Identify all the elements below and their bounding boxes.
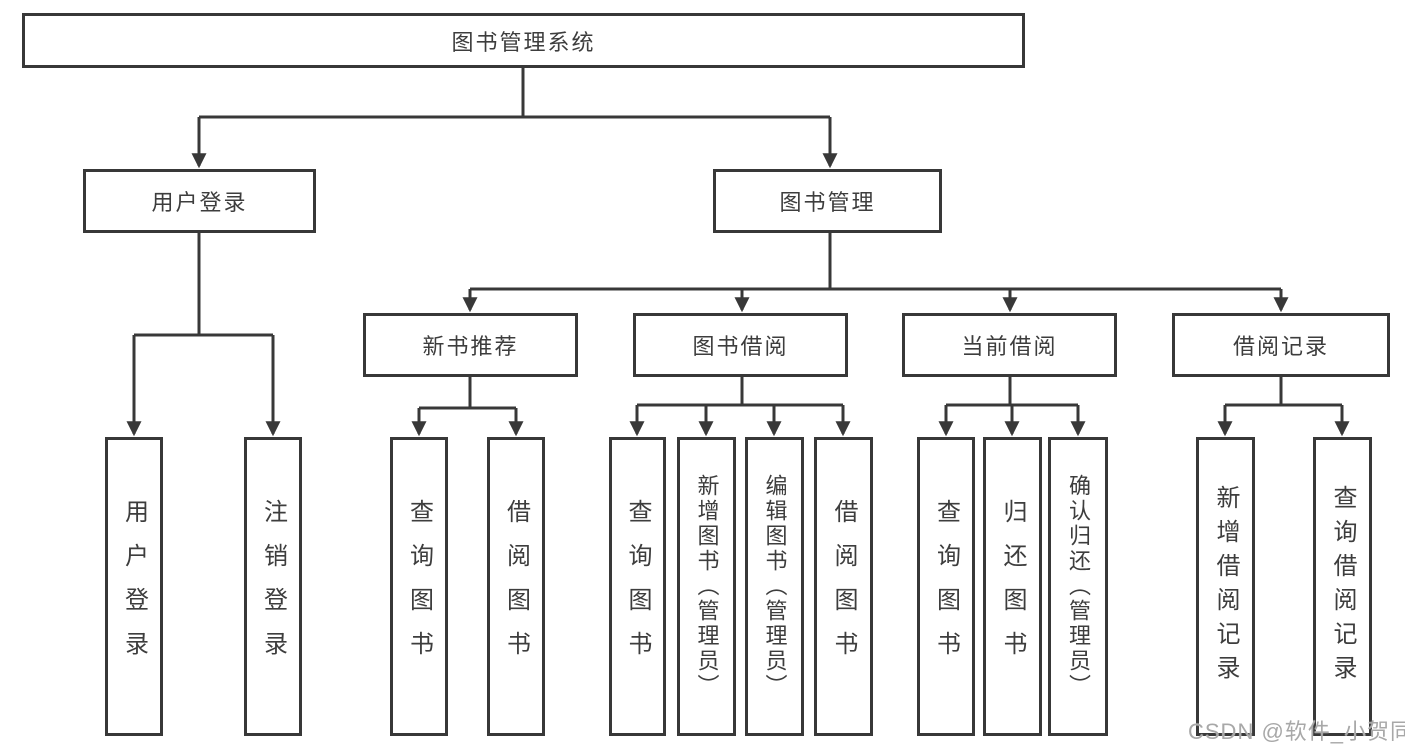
- level3-label-book-borrow: 图书借阅: [692, 334, 789, 359]
- level2-box-book-management: 图书管理: [713, 169, 942, 233]
- leaf-box-query-borrow-record: 查询借阅记录: [1313, 437, 1372, 736]
- leaf-label-user-login: 用户登录: [120, 498, 148, 675]
- leaf-label-current-query: 查询图书: [932, 498, 960, 675]
- leaf-box-edit-book-admin: 编辑图书（管理员）: [745, 437, 804, 736]
- leaf-label-query-borrow-record: 查询借阅记录: [1329, 484, 1356, 689]
- level3-label-borrow-record: 借阅记录: [1232, 334, 1329, 359]
- leaf-box-borrow-book: 借阅图书: [814, 437, 873, 736]
- leaf-box-newbook-query: 查询图书: [390, 437, 448, 736]
- level3-box-new-book: 新书推荐: [363, 313, 578, 377]
- level3-box-current-borrow: 当前借阅: [902, 313, 1117, 377]
- level2-box-user-login: 用户登录: [83, 169, 316, 233]
- level3-box-book-borrow: 图书借阅: [633, 313, 848, 377]
- level3-label-current-borrow: 当前借阅: [961, 334, 1058, 359]
- leaf-box-borrow-query: 查询图书: [609, 437, 666, 736]
- leaf-box-current-query: 查询图书: [917, 437, 975, 736]
- leaf-box-user-login: 用户登录: [105, 437, 163, 736]
- leaf-label-edit-book-admin: 编辑图书（管理员）: [762, 474, 788, 699]
- leaf-box-add-borrow-record: 新增借阅记录: [1196, 437, 1255, 736]
- leaf-label-borrow-query: 查询图书: [624, 498, 651, 675]
- root-box-library-system: 图书管理系统: [22, 13, 1025, 68]
- leaf-label-add-book-admin: 新增图书（管理员）: [694, 474, 720, 699]
- leaf-box-newbook-borrow: 借阅图书: [487, 437, 545, 736]
- leaf-box-logout: 注销登录: [244, 437, 302, 736]
- level3-label-new-book: 新书推荐: [422, 334, 519, 359]
- leaf-box-confirm-return-admin: 确认归还（管理员）: [1048, 437, 1108, 736]
- leaf-label-borrow-book: 借阅图书: [830, 498, 857, 675]
- leaf-label-confirm-return-admin: 确认归还（管理员）: [1066, 474, 1091, 699]
- leaf-box-add-book-admin: 新增图书（管理员）: [677, 437, 736, 736]
- leaf-label-add-borrow-record: 新增借阅记录: [1212, 484, 1239, 689]
- leaf-label-return-book: 归还图书: [999, 498, 1026, 675]
- root-label: 图书管理系统: [451, 29, 596, 55]
- level3-box-borrow-record: 借阅记录: [1172, 313, 1390, 377]
- csdn-watermark: CSDN @软件_小贺同学: [1188, 719, 1405, 744]
- leaf-box-return-book: 归还图书: [983, 437, 1042, 736]
- leaf-label-newbook-query: 查询图书: [405, 498, 433, 675]
- leaf-label-newbook-borrow: 借阅图书: [502, 498, 530, 675]
- leaf-label-logout: 注销登录: [259, 498, 287, 675]
- level2-label-book-management: 图书管理: [779, 190, 876, 215]
- level2-label-user-login: 用户登录: [151, 190, 248, 215]
